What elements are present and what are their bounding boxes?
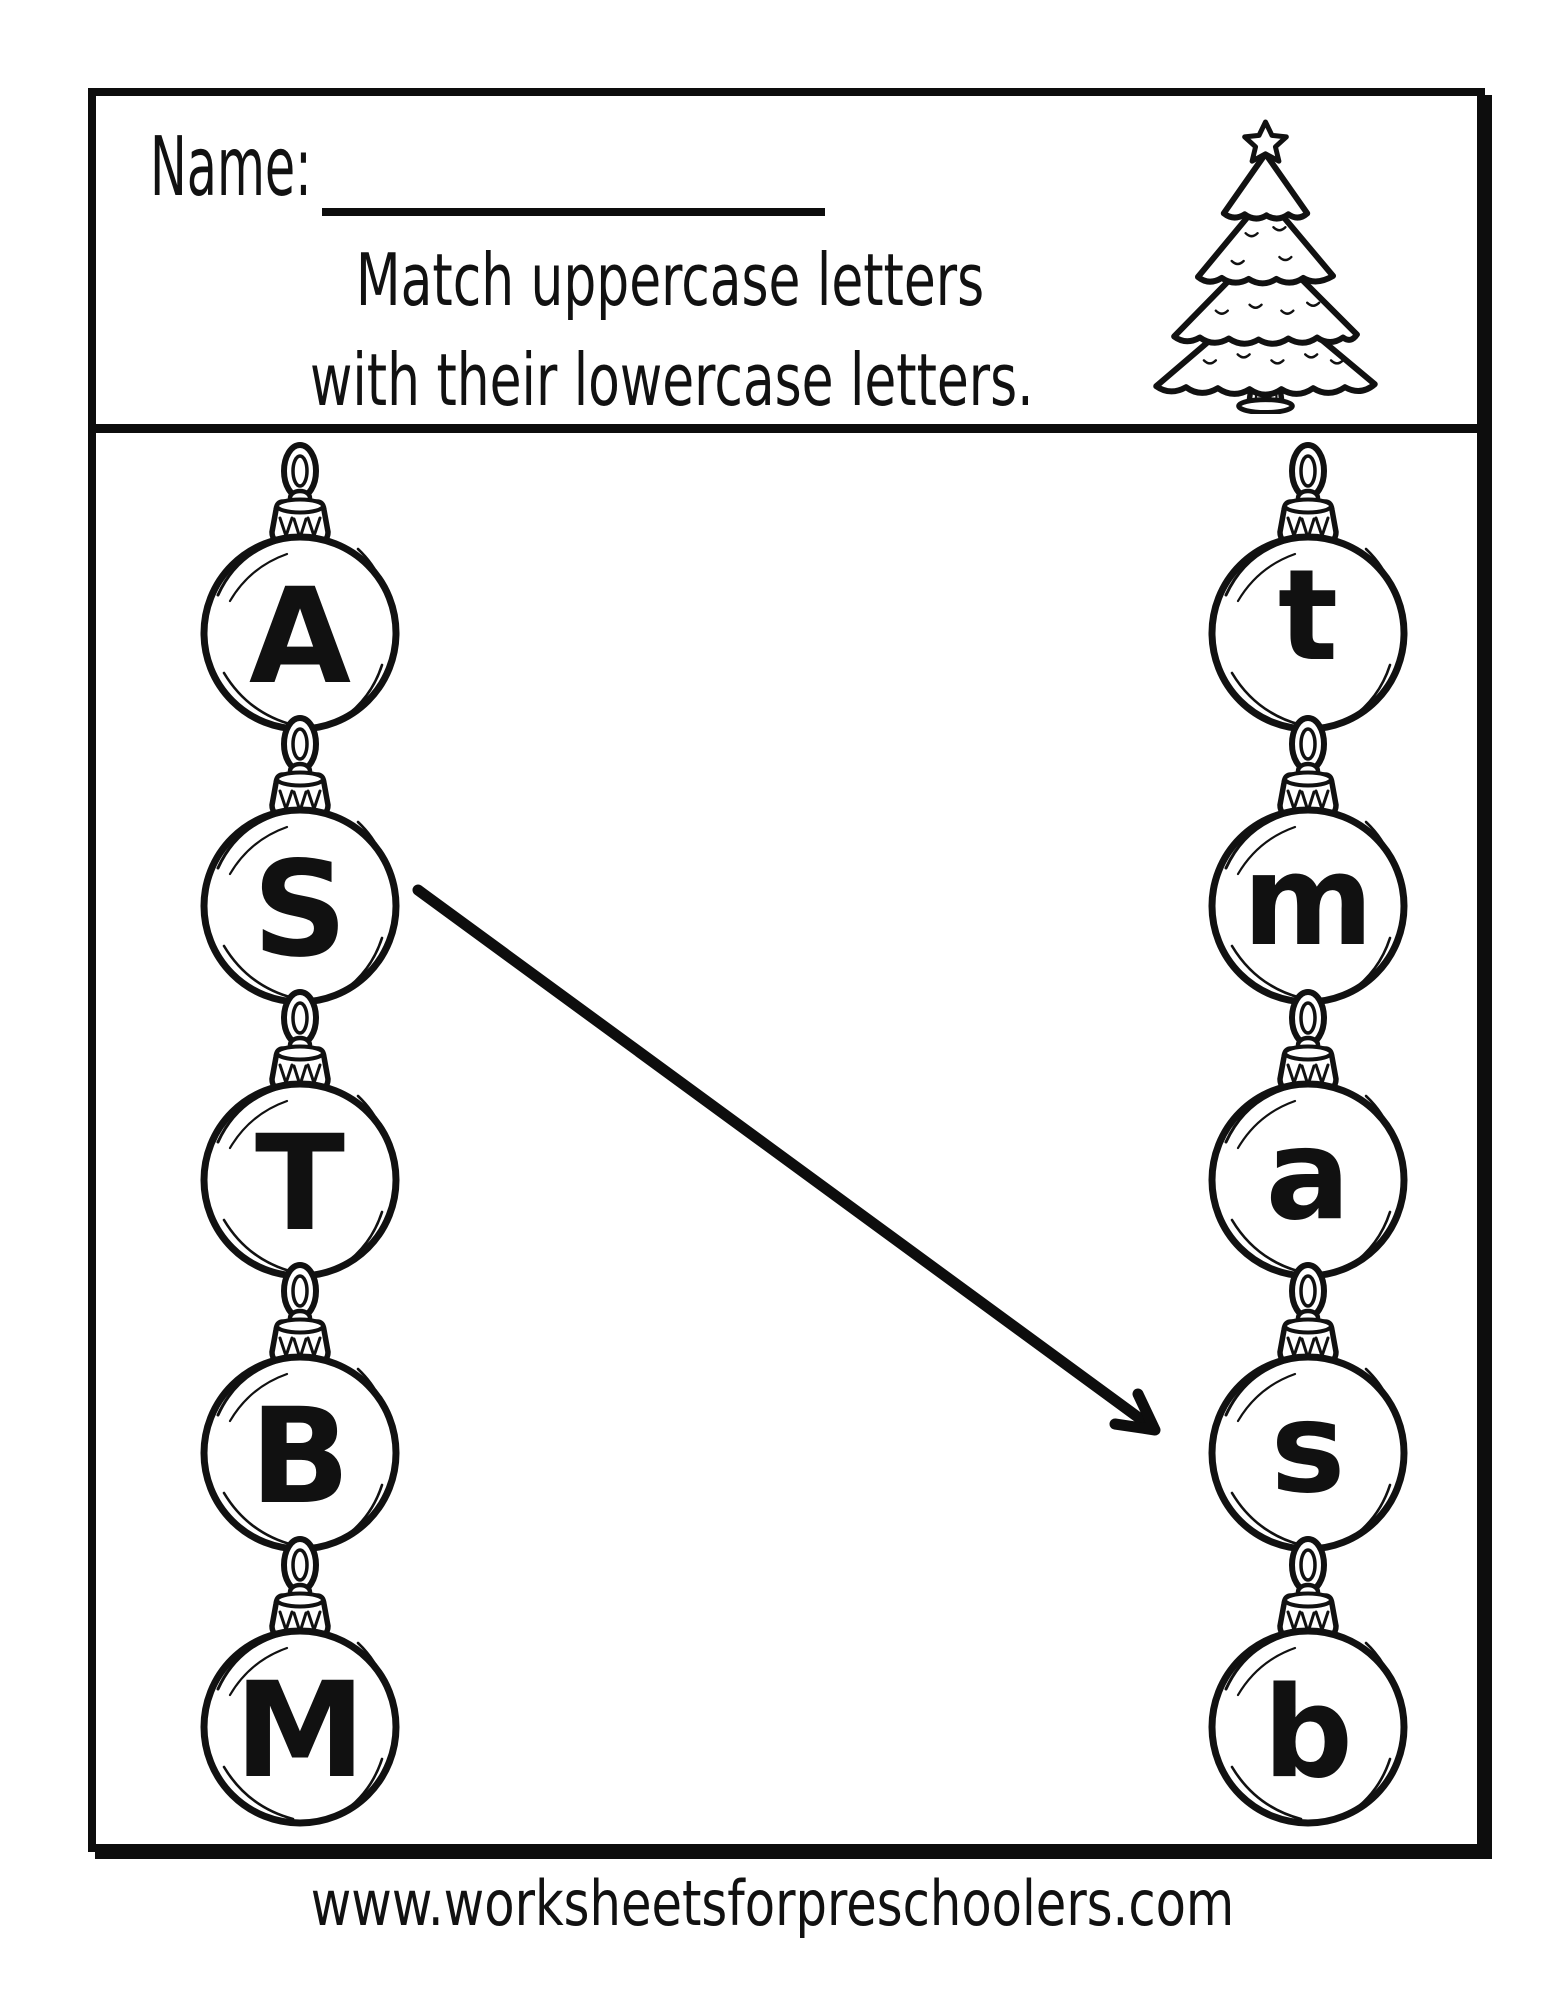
- ornament-letter: s: [1271, 1374, 1346, 1521]
- footer-website: www.worksheetsforpreschoolers.com: [310, 1867, 1235, 1940]
- ornament-letter: m: [1242, 827, 1373, 974]
- ornament-letter: B: [250, 1380, 351, 1534]
- ornament-letter: A: [249, 560, 351, 714]
- christmas-tree-icon: [1143, 116, 1388, 418]
- ornament-letter: S: [252, 833, 347, 987]
- ornament-uppercase-B[interactable]: B: [190, 1253, 410, 1553]
- ornament-uppercase-M[interactable]: M: [190, 1527, 410, 1827]
- ornament-lowercase-s[interactable]: s: [1198, 1253, 1418, 1553]
- instructions-line-2: with their lowercase letters.: [310, 338, 1034, 422]
- ornament-letter: M: [234, 1654, 365, 1808]
- instructions: Match uppercase letters with their lower…: [310, 230, 1034, 430]
- ornament-letter: t: [1278, 542, 1338, 689]
- name-input-line[interactable]: [322, 208, 825, 216]
- ornament-lowercase-a[interactable]: a: [1198, 980, 1418, 1280]
- ornament-letter: b: [1263, 1659, 1353, 1806]
- header-divider: [92, 424, 1481, 433]
- ornament-letter: T: [255, 1107, 345, 1261]
- ornament-uppercase-S[interactable]: S: [190, 706, 410, 1006]
- ornament-uppercase-A[interactable]: A: [190, 433, 410, 733]
- instructions-line-1: Match uppercase letters: [355, 238, 985, 322]
- ornament-uppercase-T[interactable]: T: [190, 980, 410, 1280]
- ornament-lowercase-m[interactable]: m: [1198, 706, 1418, 1006]
- name-label: Name:: [150, 120, 312, 215]
- ornament-letter: a: [1265, 1101, 1350, 1248]
- ornament-lowercase-t[interactable]: t: [1198, 433, 1418, 733]
- ornament-lowercase-b[interactable]: b: [1198, 1527, 1418, 1827]
